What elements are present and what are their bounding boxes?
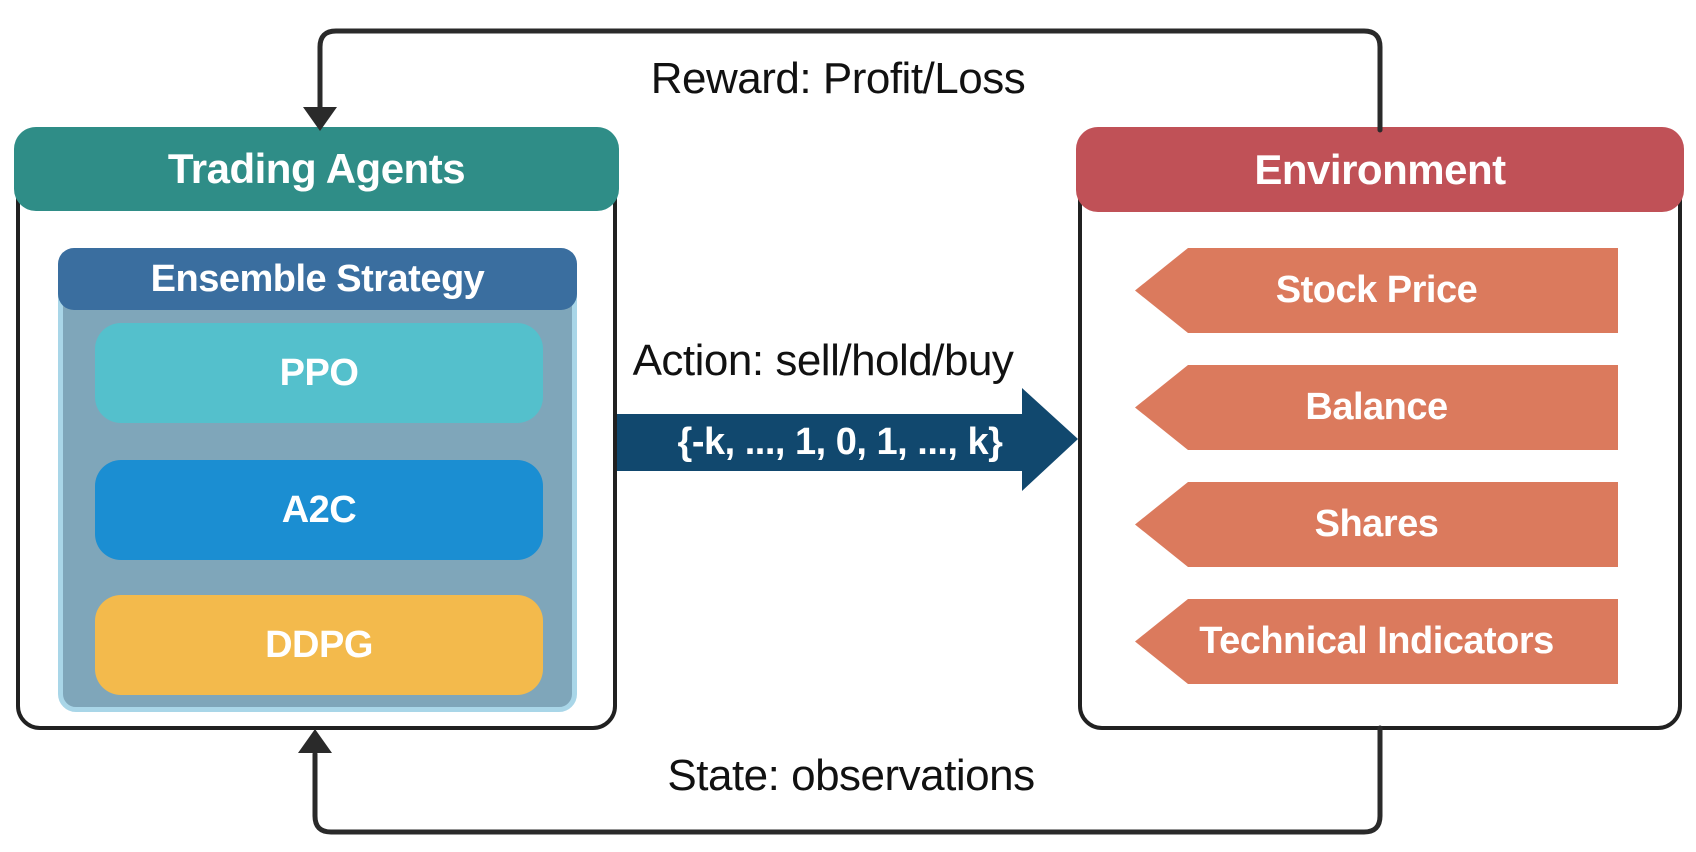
agent-label-a2c: A2C <box>281 488 357 531</box>
ensemble-strategy-header: Ensemble Strategy <box>58 248 577 310</box>
observation-shares: Shares <box>1135 482 1618 567</box>
ensemble-strategy-title: Ensemble Strategy <box>150 257 485 300</box>
agent-label-ddpg: DDPG <box>265 623 373 666</box>
environment-header: Environment <box>1076 127 1684 212</box>
observation-label: Stock Price <box>1275 269 1478 311</box>
observation-label: Shares <box>1314 503 1439 545</box>
trading-agents-title: Trading Agents <box>167 145 466 192</box>
state-arrowhead-icon <box>298 729 332 753</box>
observation-technical-indicators: Technical Indicators <box>1135 599 1618 684</box>
trading-agents-header: Trading Agents <box>14 127 619 211</box>
reward-label: Reward: Profit/Loss <box>650 54 1026 103</box>
action-label: Action: sell/hold/buy <box>632 336 1014 385</box>
agent-box-a2c: A2C <box>95 460 543 560</box>
observation-label: Technical Indicators <box>1199 620 1554 662</box>
state-label: State: observations <box>667 751 1035 800</box>
action-set-label: {-k, ..., 1, 0, 1, ..., k} <box>677 421 1003 463</box>
observation-stock-price: Stock Price <box>1135 248 1618 333</box>
agent-box-ddpg: DDPG <box>95 595 543 695</box>
observation-balance: Balance <box>1135 365 1618 450</box>
agent-box-ppo: PPO <box>95 323 543 423</box>
environment-title: Environment <box>1254 145 1506 193</box>
observation-label: Balance <box>1305 386 1448 428</box>
agent-label-ppo: PPO <box>279 351 359 394</box>
